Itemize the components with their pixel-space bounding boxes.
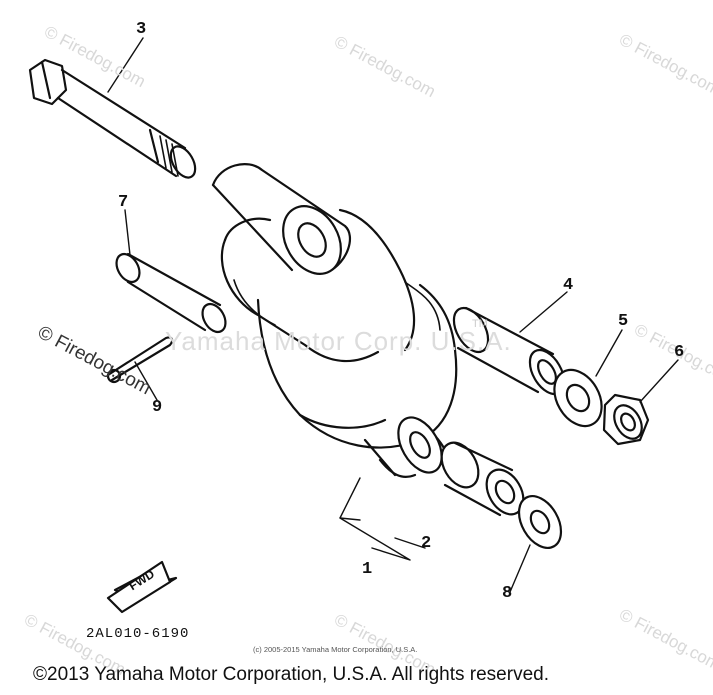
- shock-body-part-1: [211, 163, 458, 478]
- callout-2: 2: [421, 534, 432, 553]
- bolt-part-3: [28, 58, 197, 179]
- callout-7: 7: [118, 193, 129, 212]
- part-code: 2AL010-6190: [86, 626, 190, 642]
- callout-9: 9: [152, 398, 163, 417]
- washer-part-5: [553, 368, 603, 428]
- cotter-pin-part-9: [106, 336, 174, 384]
- callout-6: 6: [674, 343, 685, 362]
- trademark: TM: [472, 318, 488, 330]
- pin-part-7: [115, 252, 227, 334]
- fwd-arrow-icon: [106, 560, 178, 614]
- leader-lines: [107, 37, 679, 593]
- footer-copyright: ©2013 Yamaha Motor Corporation, U.S.A. A…: [33, 664, 549, 685]
- nut-part-6: [602, 393, 650, 446]
- washer-part-8: [517, 495, 563, 549]
- callout-1: 1: [362, 560, 373, 579]
- callout-3: 3: [136, 20, 147, 39]
- bushing-part-2: [440, 441, 525, 517]
- small-copyright: (c) 2005-2015 Yamaha Motor Corporation, …: [253, 645, 418, 654]
- callout-4: 4: [563, 276, 574, 295]
- center-watermark: Yamaha Motor Corp. U.S.A.: [165, 326, 512, 356]
- callout-5: 5: [618, 312, 629, 331]
- callout-8: 8: [502, 584, 513, 603]
